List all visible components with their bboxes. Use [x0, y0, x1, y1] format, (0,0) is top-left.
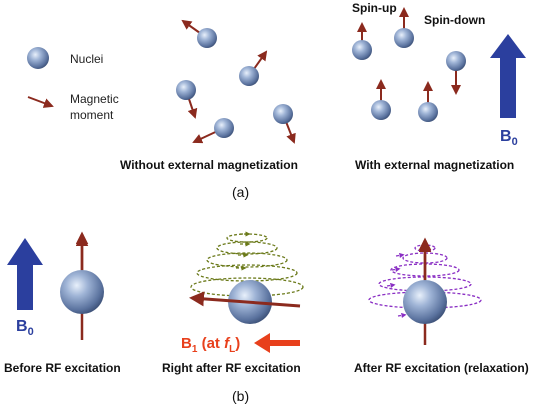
nucleus-before-rf: [60, 231, 104, 340]
caption-with-magnetization: With external magnetization: [355, 158, 514, 172]
b1-rf-arrow: [254, 333, 300, 353]
spin-up-label: Spin-up: [352, 1, 397, 15]
b0-field-arrow-b: [7, 238, 43, 310]
panel-a-label: (a): [232, 184, 249, 200]
b0-label-b: B0: [16, 318, 34, 338]
caption-relaxation: After RF excitation (relaxation): [354, 361, 529, 375]
legend-moment-label-2: moment: [70, 108, 114, 122]
panel-b: B0 Before RF excitation B1 (at fL) Right…: [4, 231, 529, 404]
caption-right-after-rf: Right after RF excitation: [162, 361, 301, 375]
b0-field-arrow-a: [490, 34, 526, 118]
legend-nucleus: [27, 47, 49, 69]
nucleus-after-rf: [189, 280, 301, 324]
legend-moment-label-1: Magnetic: [70, 92, 119, 106]
caption-before-rf: Before RF excitation: [4, 361, 121, 375]
b0-label-a: B0: [500, 128, 518, 148]
panel-a: Nuclei Magnetic moment Without external …: [27, 1, 526, 200]
legend-moment-arrow: [27, 96, 54, 108]
b1-rf-label: B1 (at fL): [181, 335, 240, 355]
nucleus-relaxation: [403, 237, 447, 345]
legend-nuclei-label: Nuclei: [70, 52, 103, 66]
caption-without-magnetization: Without external magnetization: [120, 158, 298, 172]
panel-b-label: (b): [232, 388, 249, 404]
random-nuclei: [176, 19, 296, 144]
aligned-nuclei: [352, 7, 466, 122]
spin-down-label: Spin-down: [424, 13, 485, 27]
